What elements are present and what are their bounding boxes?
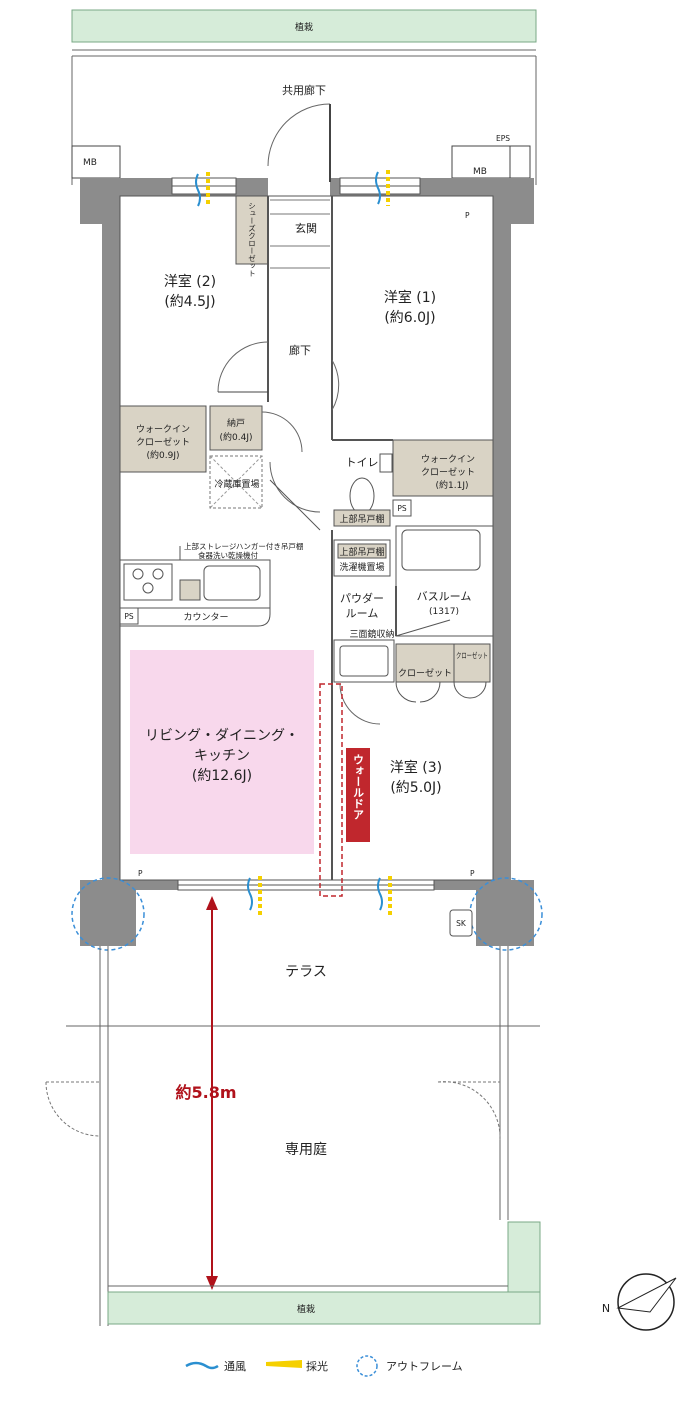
- upper-cabinet: [337, 543, 387, 559]
- planting-top-label: 植栽: [295, 21, 313, 33]
- room3-name: 洋室 (3): [390, 759, 442, 776]
- storage-line2: (約0.4J): [220, 431, 253, 443]
- mirror-label: 三面鏡収納: [349, 628, 394, 640]
- wall-door-label: ウォールドア: [352, 754, 365, 820]
- room1-name: 洋室 (1): [384, 289, 436, 306]
- bathtub: [401, 529, 481, 571]
- closet-small: [395, 643, 455, 683]
- garden-label: 専用庭: [285, 1141, 327, 1158]
- storage-line1: 納戸: [227, 417, 245, 429]
- wic-right: [392, 439, 494, 497]
- wic-left-line2: クローゼット: [136, 436, 190, 448]
- planting-bottom-label: 植栽: [297, 1303, 315, 1315]
- upper-shelf: [333, 509, 391, 527]
- shoe-closet: [235, 195, 269, 265]
- upper-cabinet-label: 上部吊戸棚: [339, 546, 384, 558]
- toilet-bowl: [349, 477, 375, 515]
- ldk-line1: リビング・ダイニング・: [145, 728, 299, 744]
- dimension-label: 約5.8m: [175, 1083, 236, 1102]
- ldk-line3: (約12.6J): [192, 768, 252, 784]
- mb-left-label: MB: [83, 158, 97, 168]
- upper-shelf-label: 上部吊戸棚: [339, 513, 384, 525]
- bath-line1: バスルーム: [417, 590, 472, 603]
- legend-ventilation: 通風: [224, 1360, 246, 1373]
- corridor-label: 共用廊下: [282, 83, 326, 97]
- wic-left: [119, 405, 207, 473]
- room2-name: 洋室 (2): [164, 273, 216, 290]
- hallway-label: 廊下: [289, 343, 311, 357]
- p-label-3: P: [470, 869, 475, 878]
- north-label: N: [602, 1302, 610, 1315]
- legend-outframe: アウトフレーム: [386, 1360, 463, 1373]
- sk-label: SK: [456, 919, 467, 928]
- ps-right-label: PS: [397, 504, 407, 513]
- wic-right-line3: (約1.1J): [436, 479, 469, 491]
- ldk-area: [130, 650, 314, 854]
- wall-door-outline: [319, 683, 343, 897]
- p-label-2: P: [138, 869, 143, 878]
- counter-label: カウンター: [183, 612, 228, 623]
- entrance-label: 玄関: [295, 221, 317, 235]
- room2-size: (約4.5J): [164, 294, 215, 310]
- ldk-line2: キッチン: [194, 748, 250, 764]
- compass-icon: [616, 1273, 677, 1331]
- stove: [123, 563, 173, 601]
- closet-tall: [453, 643, 491, 683]
- planting-right: [507, 1221, 541, 1293]
- powder-line1: パウダー: [340, 591, 384, 605]
- outframe-icon: [356, 1355, 378, 1377]
- wall-door-tag: [346, 748, 370, 842]
- legend: 通風 採光 アウトフレーム: [185, 1355, 463, 1377]
- bath-line2: (1317): [429, 607, 459, 617]
- mb-right-label: MB: [473, 167, 487, 177]
- storage: [209, 405, 263, 451]
- wic-right-line2: クローゼット: [421, 466, 475, 478]
- ventilation-icon: [185, 1361, 219, 1370]
- closet-tall-label: クローゼット: [456, 650, 488, 660]
- eps-label: EPS: [496, 134, 510, 143]
- vent-light-marks: [195, 170, 392, 916]
- ps-left-label: PS: [124, 612, 134, 621]
- room3-size: (約5.0J): [390, 780, 441, 796]
- powder-line2: ルーム: [346, 607, 379, 620]
- shoe-closet-label: シューズクローゼット: [247, 202, 256, 277]
- daylight-icon: [266, 1360, 302, 1368]
- planting-top: [71, 9, 537, 43]
- room1-size: (約6.0J): [384, 310, 435, 326]
- wic-left-line1: ウォークイン: [136, 424, 190, 435]
- terrace-label: テラス: [285, 964, 327, 980]
- mb-right-box: [451, 145, 531, 179]
- planting-bottom: [107, 1291, 541, 1325]
- wic-right-line1: ウォークイン: [421, 454, 475, 465]
- sink: [203, 565, 261, 601]
- kitchen-note-1: 上部ストレージハンガー付き吊戸棚: [184, 541, 303, 551]
- kitchen-note-2: 食器洗い乾燥機付: [198, 550, 258, 560]
- laundry-label: 洗濯機置場: [339, 561, 384, 573]
- legend-daylight: 採光: [306, 1359, 328, 1373]
- closet-small-label: クローゼット: [398, 667, 452, 679]
- wic-left-line3: (約0.9J): [147, 449, 180, 461]
- fridge-label: 冷蔵庫置場: [214, 478, 259, 490]
- toilet-label: トイレ: [346, 456, 379, 469]
- p-label-1: P: [465, 211, 470, 220]
